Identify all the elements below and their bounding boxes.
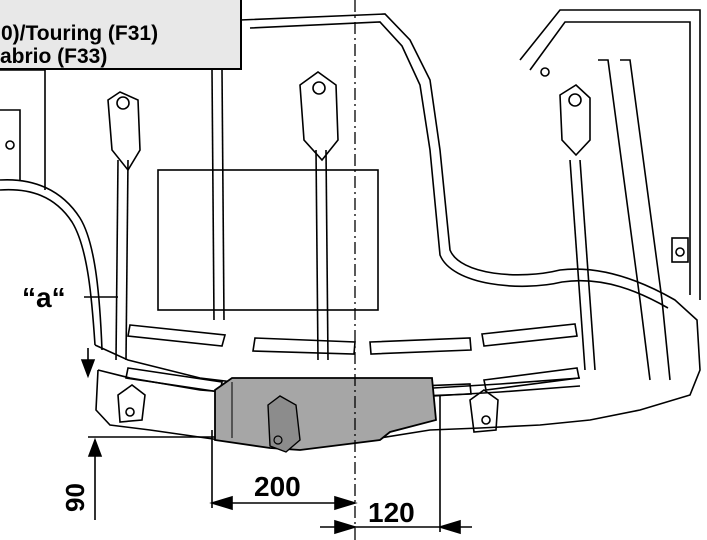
title-line-1: 0)/Touring (F31) <box>1 22 159 45</box>
part-marker-a: “a“ <box>22 282 118 313</box>
dimension-offset: 120 <box>320 395 472 535</box>
highlighted-section <box>214 377 437 453</box>
dimension-height: 90 <box>60 348 215 520</box>
svg-text:200: 200 <box>254 471 301 502</box>
svg-text:90: 90 <box>60 483 90 512</box>
left-side-outline <box>0 69 103 351</box>
title-line-2: abrio (F33) <box>0 45 108 68</box>
title-box: 0)/Touring (F31) abrio (F33) <box>0 0 242 70</box>
underbody-panel <box>94 9 701 447</box>
dimension-width: 200 <box>209 430 358 511</box>
svg-text:“a“: “a“ <box>22 282 66 313</box>
svg-text:120: 120 <box>368 497 415 528</box>
